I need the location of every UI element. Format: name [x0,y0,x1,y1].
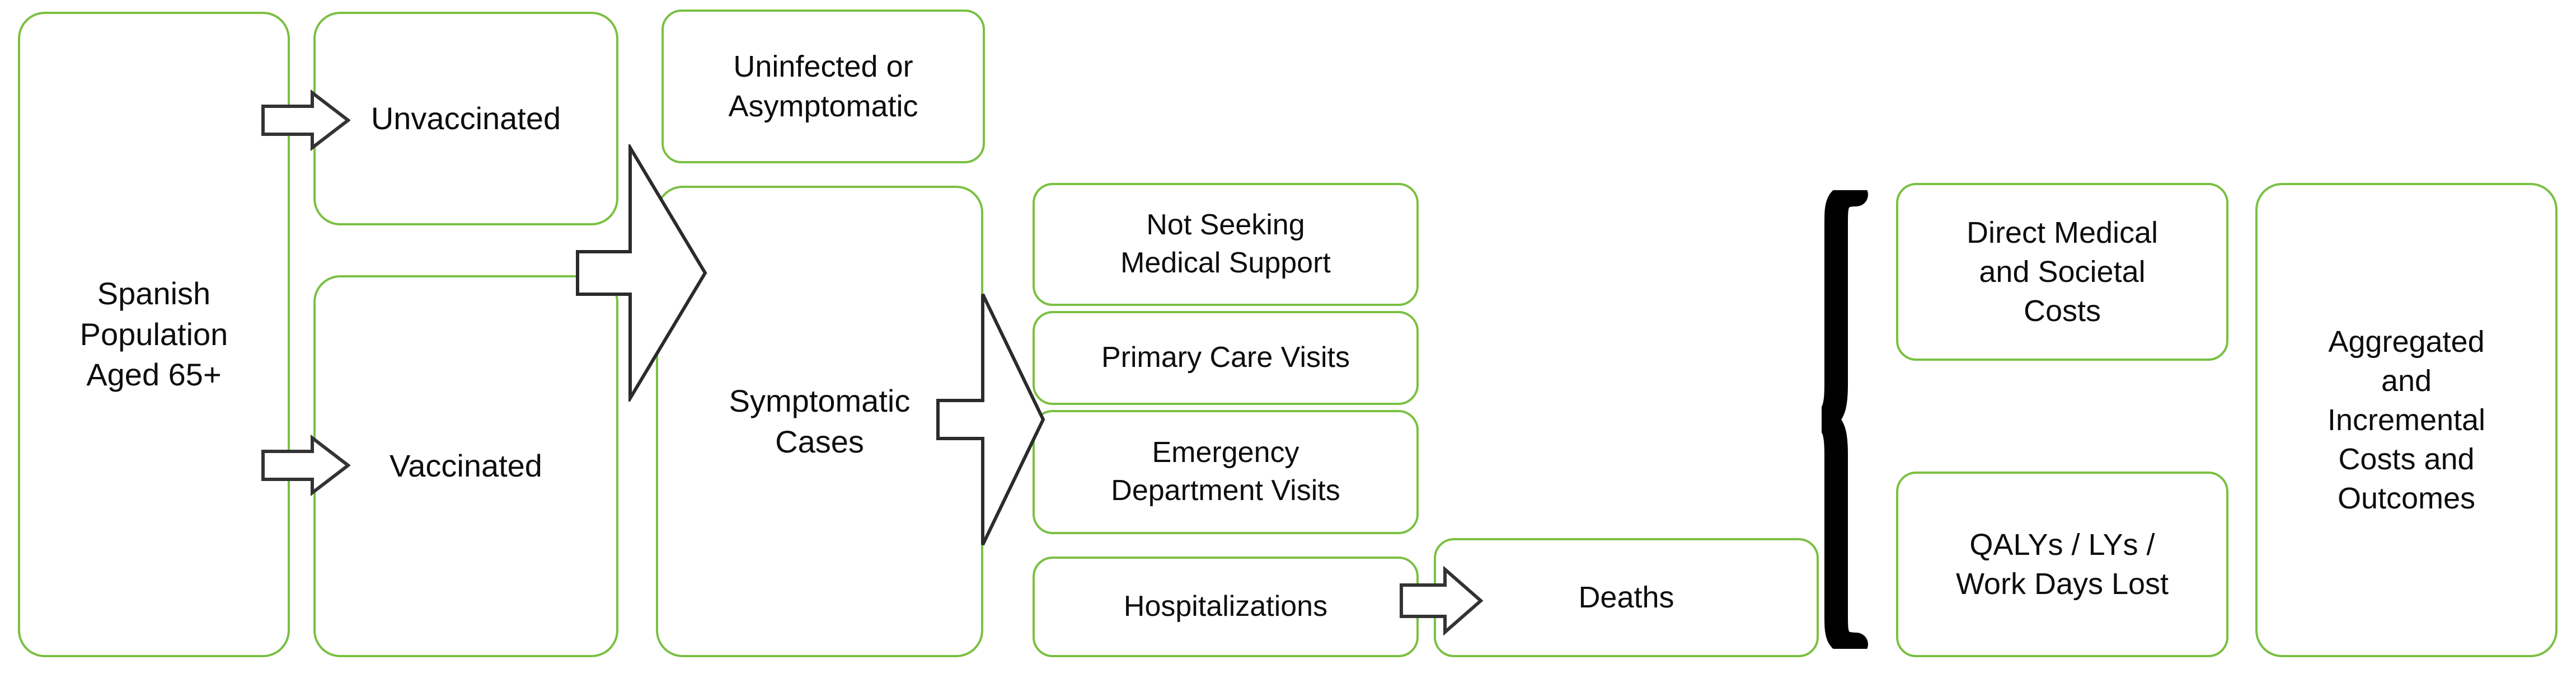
node-emergency-department-visits[interactable]: Emergency Department Visits [1033,410,1419,534]
node-label-symptomatic-cases: Symptomatic Cases [729,383,911,459]
node-not-seeking-medical-support[interactable]: Not Seeking Medical Support [1033,183,1419,306]
node-label-not-seeking-medical-support: Not Seeking Medical Support [1120,209,1331,279]
node-vaccinated[interactable]: Vaccinated [313,275,618,657]
node-label-primary-care-visits: Primary Care Visits [1101,341,1350,374]
node-deaths[interactable]: Deaths [1434,538,1819,657]
node-label-qalys-lys-work-days-lost: QALYs / LYs / Work Days Lost [1955,527,2169,601]
node-label-emergency-department-visits: Emergency Department Visits [1111,436,1340,507]
curly-brace-outcomes-grouping [1822,190,1868,649]
node-label-uninfected-or-asymptomatic: Uninfected or Asymptomatic [728,50,918,123]
node-uninfected-or-asymptomatic[interactable]: Uninfected or Asymptomatic [661,10,985,163]
node-primary-care-visits[interactable]: Primary Care Visits [1033,311,1419,405]
node-label-vaccinated: Vaccinated [390,448,542,484]
node-direct-medical-and-societal-costs[interactable]: Direct Medical and Societal Costs [1896,183,2228,361]
node-label-unvaccinated: Unvaccinated [370,100,561,136]
node-label-direct-medical-and-societal-costs: Direct Medical and Societal Costs [1966,215,2159,328]
node-spanish-population[interactable]: Spanish Population Aged 65+ [18,12,290,657]
node-qalys-lys-work-days-lost[interactable]: QALYs / LYs / Work Days Lost [1896,472,2228,657]
node-symptomatic-cases[interactable]: Symptomatic Cases [656,186,983,657]
node-aggregated-incremental-costs-outcomes[interactable]: Aggregated and Incremental Costs and Out… [2255,183,2558,657]
node-label-deaths: Deaths [1578,581,1674,615]
node-label-hospitalizations: Hospitalizations [1123,590,1328,623]
node-unvaccinated[interactable]: Unvaccinated [313,12,618,225]
node-hospitalizations[interactable]: Hospitalizations [1033,557,1419,657]
node-label-spanish-population: Spanish Population Aged 65+ [79,275,228,393]
node-label-aggregated-incremental-costs-outcomes: Aggregated and Incremental Costs and Out… [2327,324,2486,516]
